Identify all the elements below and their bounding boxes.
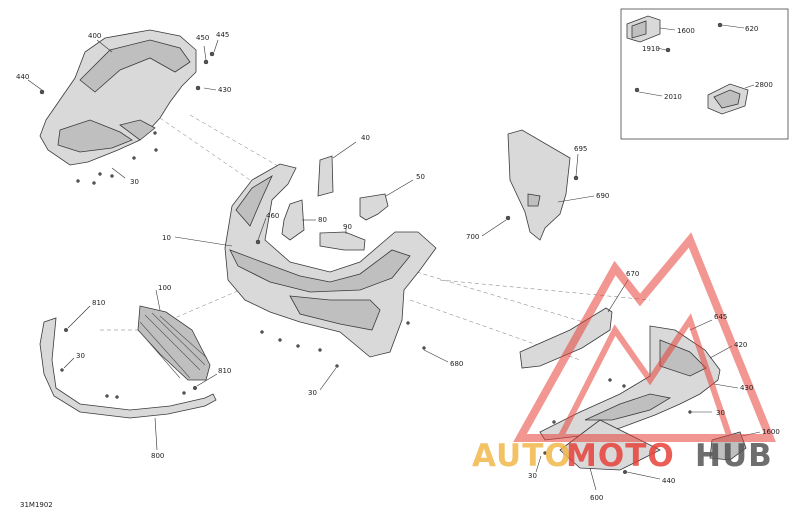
callout-30: 30 [130, 178, 139, 186]
skid-plate-600 [535, 419, 661, 491]
callout-10: 10 [162, 234, 171, 242]
bracket-80 [281, 199, 316, 241]
callout-810-right: 810 [218, 367, 231, 375]
trim-670 [519, 279, 629, 369]
inset-frame [620, 8, 789, 140]
inset-bolt-1910 [656, 47, 671, 53]
callout-30-skidplate: 30 [528, 472, 537, 480]
callout-700: 700 [466, 233, 479, 241]
callout-620: 620 [745, 25, 758, 33]
bracket-50 [359, 179, 414, 221]
watermark-word-hub: HUB [695, 438, 773, 474]
callout-440: 440 [16, 73, 29, 81]
watermark-word-moto: MOTO [566, 438, 675, 474]
callout-800: 800 [151, 452, 164, 460]
callout-30-bumper: 30 [308, 389, 317, 397]
callout-430: 430 [218, 86, 231, 94]
callout-1600-lower: 1600 [762, 428, 780, 436]
callout-695: 695 [574, 145, 587, 153]
callout-430-lower: 430 [740, 384, 753, 392]
callout-30-lower: 30 [716, 409, 725, 417]
lower-fascia-420 [539, 319, 739, 441]
callout-600: 600 [590, 494, 603, 502]
side-panel-690 [481, 129, 595, 241]
callout-460: 460 [266, 212, 279, 220]
bracket-90 [319, 228, 366, 251]
callout-100: 100 [158, 284, 171, 292]
watermark-word-auto: AUTO [472, 438, 572, 474]
inset-lamp-2800 [707, 83, 755, 115]
callout-680: 680 [450, 360, 463, 368]
upper-fascia-bolts [39, 51, 215, 185]
callout-40: 40 [361, 134, 370, 142]
callout-810-left: 810 [92, 299, 105, 307]
bracket-40 [317, 141, 357, 197]
callout-labels: 400 450 445 440 430 30 40 50 460 80 90 1… [16, 25, 780, 509]
callout-1600-inset: 1600 [677, 27, 695, 35]
watermark-text: AUTO MOTO HUB [472, 438, 773, 474]
callout-1910: 1910 [642, 45, 660, 53]
callout-30-skidbar: 30 [76, 352, 85, 360]
callout-90: 90 [343, 223, 352, 231]
grille-100 [137, 289, 211, 381]
inset-bolt-620 [717, 22, 745, 29]
skid-bar-800 [39, 305, 218, 451]
callout-400: 400 [88, 32, 101, 40]
callout-690: 690 [596, 192, 609, 200]
bumper-bolts [260, 321, 449, 391]
callout-645: 645 [714, 313, 727, 321]
callout-670: 670 [626, 270, 639, 278]
front-bumper-10 [174, 163, 437, 358]
callout-2800: 2800 [755, 81, 773, 89]
callout-420: 420 [734, 341, 747, 349]
callout-450: 450 [196, 34, 209, 42]
inset-bolt-2010 [634, 87, 663, 97]
callout-50: 50 [416, 173, 425, 181]
callout-445: 445 [216, 31, 229, 39]
callout-440-lower: 440 [662, 477, 675, 485]
callout-2010: 2010 [664, 93, 682, 101]
callout-80: 80 [318, 216, 327, 224]
upper-fascia-400 [27, 29, 219, 179]
diagram-code: 31M1902 [20, 501, 53, 509]
inset-lamp-1600 [626, 15, 676, 43]
watermark [513, 232, 776, 442]
